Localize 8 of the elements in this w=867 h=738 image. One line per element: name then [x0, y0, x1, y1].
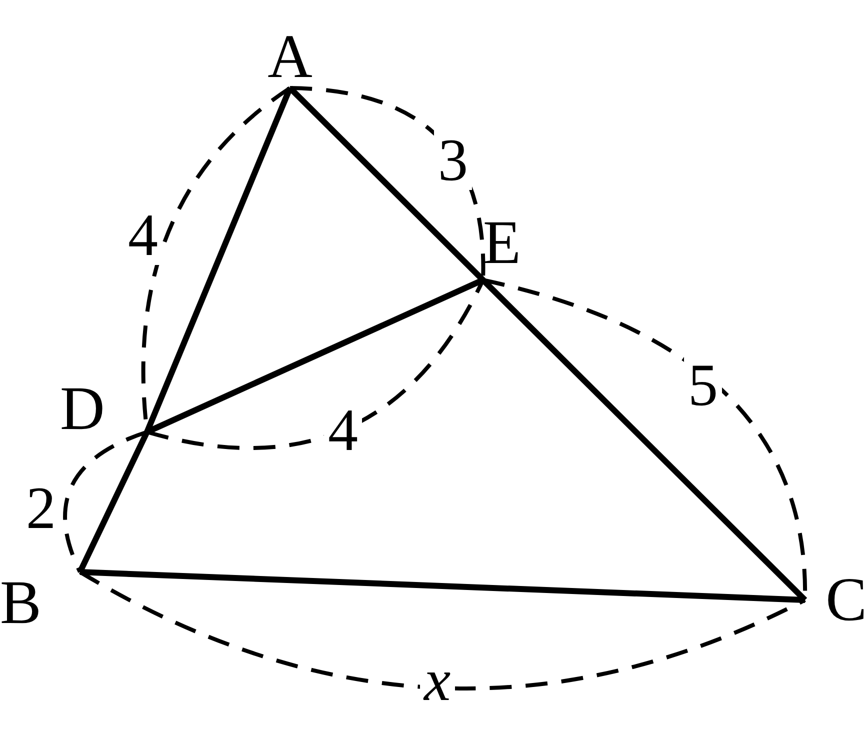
- triangle-side: [77, 430, 150, 574]
- triangle-side: [80, 569, 806, 603]
- vertex-label: E: [483, 212, 521, 274]
- vertex-label: B: [0, 572, 42, 634]
- length-label: 3: [434, 130, 472, 190]
- vertex-label: D: [60, 378, 105, 440]
- vertex-label: A: [268, 26, 312, 88]
- vertex-label: C: [826, 569, 867, 631]
